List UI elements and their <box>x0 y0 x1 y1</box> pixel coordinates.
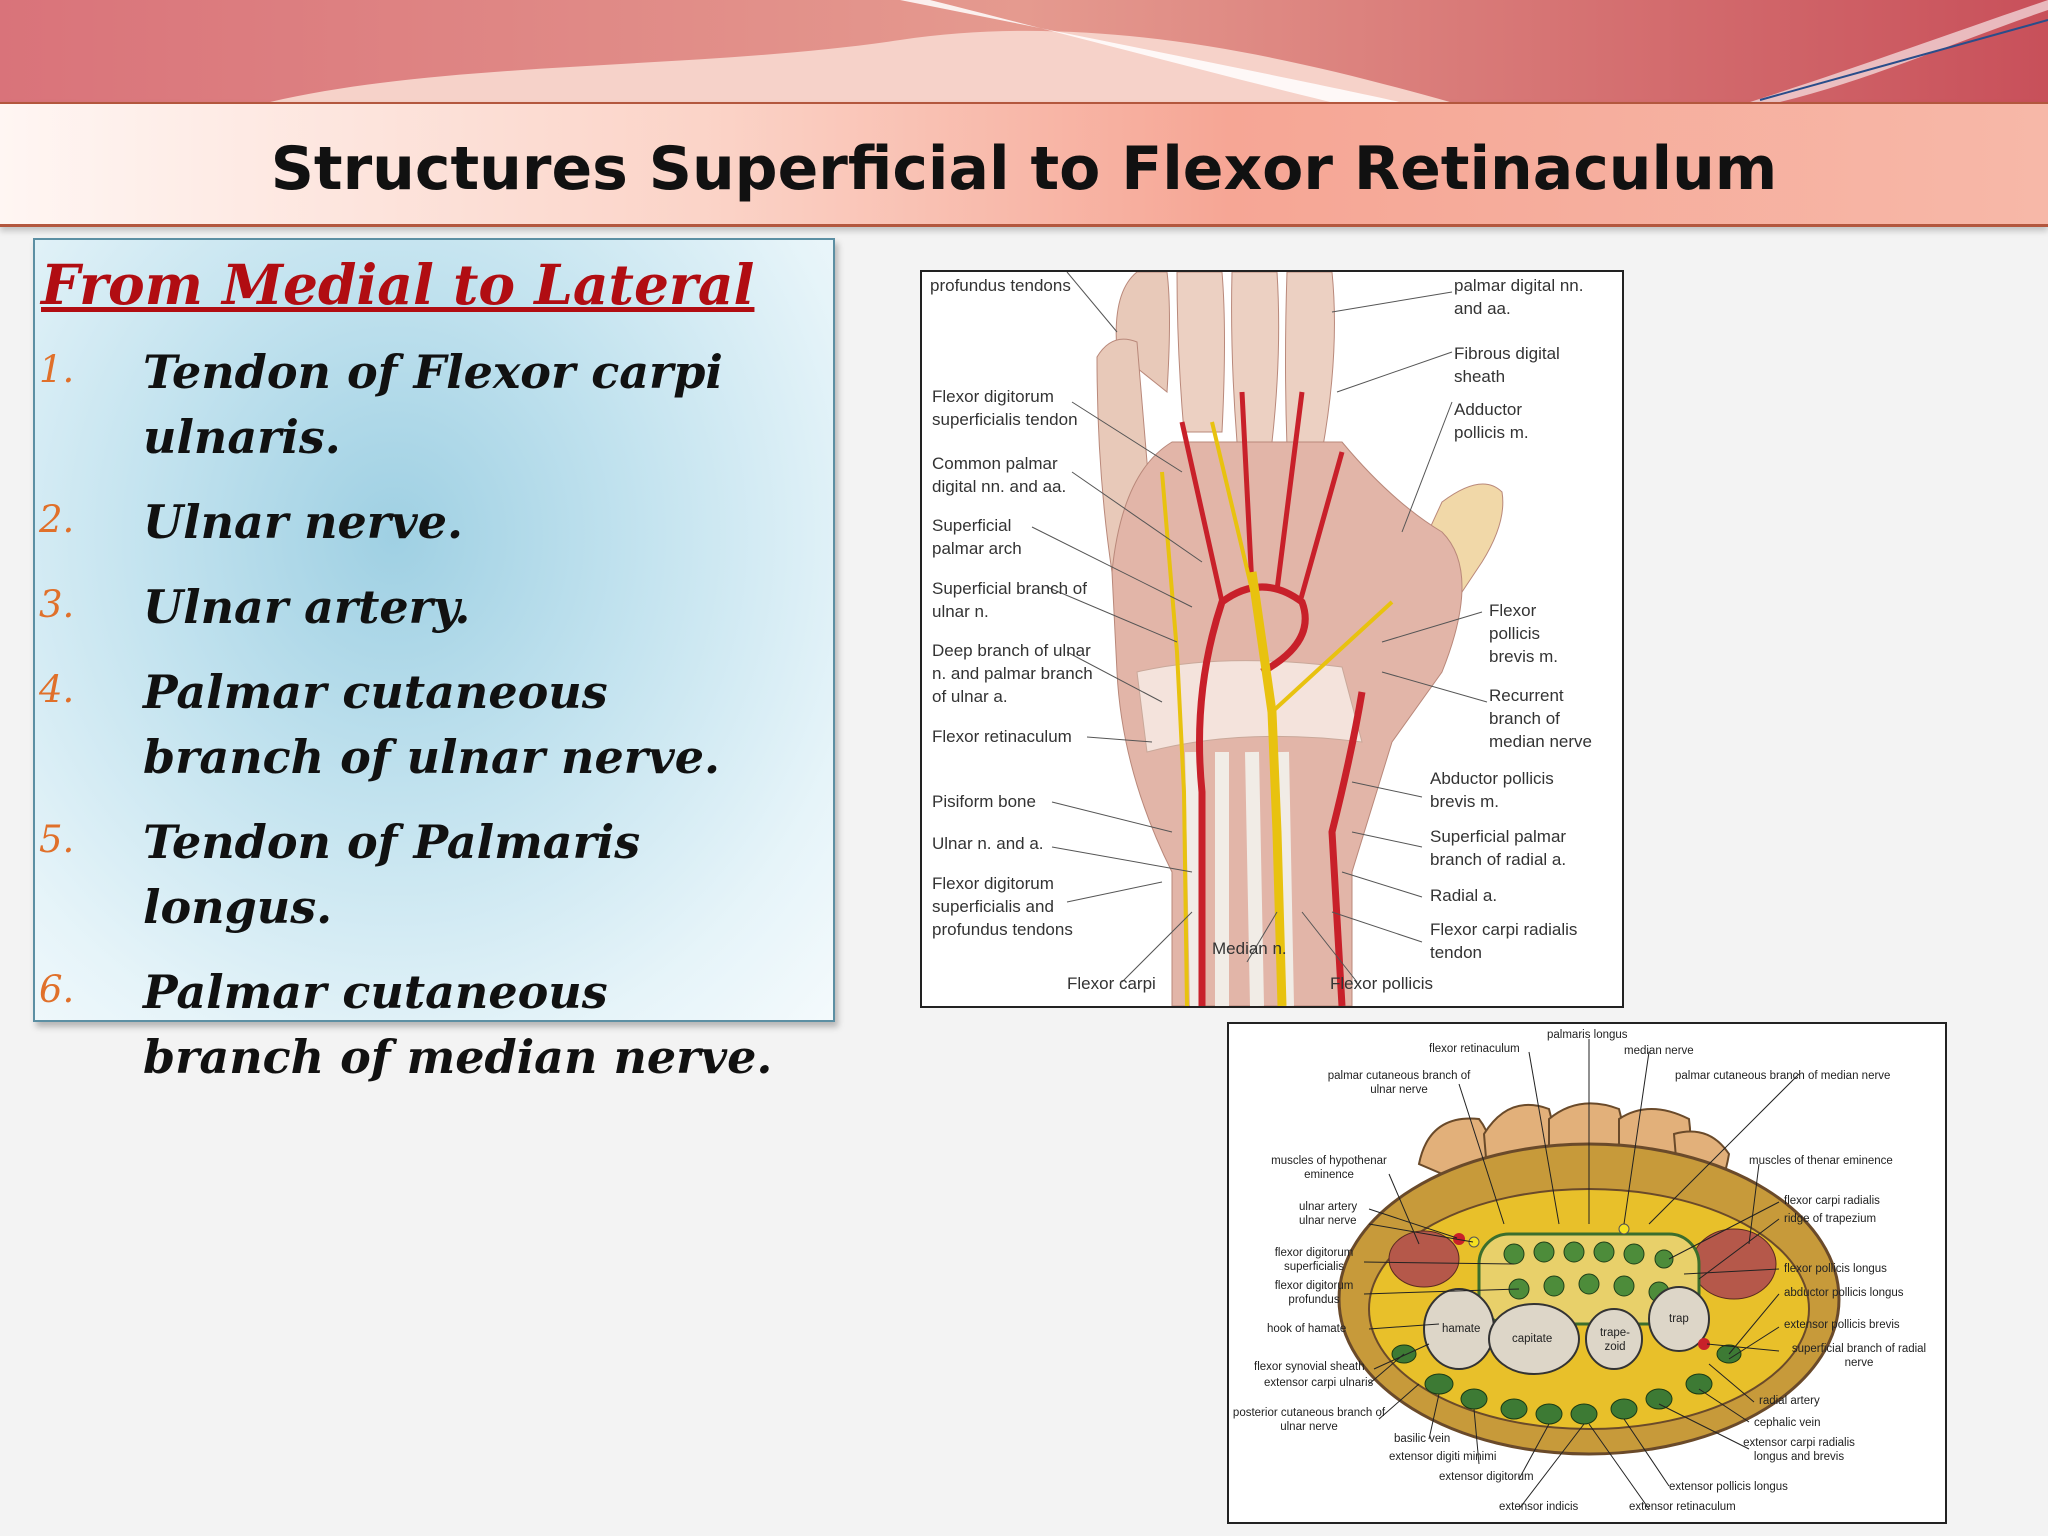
item-number: 6. <box>39 968 75 1011</box>
label-capitate: capitate <box>1512 1333 1553 1345</box>
label-ed: extensor digitorum <box>1439 1471 1534 1483</box>
label-superficial-radial: superficial branch of radial nerve <box>1791 1343 1927 1369</box>
label-fibrous-sheath: Fibrous digital sheath <box>1454 344 1560 386</box>
item-text: Tendon of Palmaris longus. <box>143 815 641 934</box>
label-fcr-tendon: Flexor carpi radialis tendon <box>1430 920 1578 962</box>
label-ecrl: extensor carpi radialis longus and brevi… <box>1743 1437 1855 1463</box>
item-text: Palmar cutaneous branch of ulnar nerve. <box>143 665 720 784</box>
label-median-n: Median n. <box>1212 939 1287 958</box>
label-epl: extensor pollicis longus <box>1669 1481 1788 1493</box>
label-palmar-digital: palmar digital nn. and aa. <box>1454 276 1584 318</box>
title-bar: Structures Superficial to Flexor Retinac… <box>0 102 2048 227</box>
list-item: 2. Ulnar nerve. <box>35 490 835 555</box>
label-flexor-carpi: Flexor carpi <box>1067 974 1156 993</box>
label-basilic-vein: basilic vein <box>1394 1433 1451 1445</box>
label-fds: flexor digitorum superficialis <box>1274 1247 1354 1273</box>
label-hypothenar: muscles of hypothenar eminence <box>1271 1155 1387 1181</box>
label-pc-ulnar: palmar cutaneous branch of ulnar nerve <box>1327 1070 1471 1096</box>
label-adductor-pollicis: Adductor pollicis m. <box>1454 400 1529 442</box>
label-hamate: hamate <box>1442 1323 1481 1335</box>
label-synovial-sheath: flexor synovial sheath <box>1254 1361 1365 1373</box>
label-ridge-trapezium: ridge of trapezium <box>1784 1213 1877 1225</box>
label-ecu: extensor carpi ulnaris <box>1264 1377 1374 1389</box>
label-thenar: muscles of thenar eminence <box>1749 1155 1893 1167</box>
label-flexor-retinaculum-2: flexor retinaculum <box>1429 1043 1520 1055</box>
list-item: 6. Palmar cutaneous branch of median nerv… <box>35 960 835 1090</box>
header-wave-decoration <box>0 0 2048 102</box>
label-fpb: Flexor pollicis brevis m. <box>1489 601 1558 666</box>
label-superficial-arch: Superficial palmar arch <box>932 516 1022 558</box>
list-item: 3. Ulnar artery. <box>35 575 835 640</box>
label-fcr: flexor carpi radialis <box>1784 1195 1880 1207</box>
cross-section-illustration <box>1337 1039 1841 1510</box>
label-median-nerve: median nerve <box>1624 1045 1694 1057</box>
palm-illustration <box>1031 272 1504 1006</box>
list-item: 4. Palmar cutaneous branch of ulnar nerve… <box>35 660 835 790</box>
label-superficial-palmar-radial: Superficial palmar branch of radial a. <box>1430 827 1567 869</box>
item-text: Ulnar artery. <box>143 580 471 634</box>
wrist-cross-section-figure: palmaris longus flexor retinaculum media… <box>1227 1022 1947 1524</box>
label-epb: extensor pollicis brevis <box>1784 1319 1900 1331</box>
list-item: 1. Tendon of Flexor carpi ulnaris. <box>35 340 835 470</box>
label-er: extensor retinaculum <box>1629 1501 1736 1513</box>
list-item: 5. Tendon of Palmaris longus. <box>35 810 835 940</box>
label-ulnar-artery: ulnar artery <box>1299 1201 1358 1213</box>
item-number: 1. <box>39 348 75 391</box>
label-fpl: flexor pollicis longus <box>1784 1263 1887 1275</box>
label-radial-a: Radial a. <box>1430 886 1498 905</box>
label-trap: trap <box>1669 1313 1689 1325</box>
label-deep-branch: Deep branch of ulnar n. and palmar branc… <box>932 641 1093 706</box>
item-text: Tendon of Flexor carpi ulnaris. <box>143 345 723 464</box>
item-number: 3. <box>39 583 75 626</box>
item-number: 4. <box>39 668 75 711</box>
item-number: 5. <box>39 818 75 861</box>
label-hook-hamate: hook of hamate <box>1267 1323 1347 1335</box>
label-pisiform: Pisiform bone <box>932 792 1036 811</box>
label-trapezoid: trape- zoid <box>1599 1327 1631 1353</box>
label-flexor-pollicis: Flexor pollicis <box>1330 974 1433 993</box>
label-ulnar-nerve: ulnar nerve <box>1299 1215 1357 1227</box>
label-cephalic-vein: cephalic vein <box>1754 1417 1821 1429</box>
label-recurrent-branch: Recurrent branch of median nerve <box>1489 686 1593 751</box>
label-fds-tendon: Flexor digitorum superficialis tendon <box>932 387 1078 429</box>
label-profundus-tendons: profundus tendons <box>930 276 1071 295</box>
label-superficial-branch: Superficial branch of ulnar n. <box>932 579 1087 621</box>
item-number: 2. <box>39 498 75 541</box>
palm-anatomy-figure: profundus tendons palmar digital nn. and… <box>920 270 1624 1008</box>
label-fds-fdp: Flexor digitorum superficialis and profu… <box>932 874 1073 939</box>
item-text: Palmar cutaneous branch of median nerve. <box>143 965 773 1084</box>
label-pc-median: palmar cutaneous branch of median nerve <box>1675 1070 1891 1082</box>
label-apl: abductor pollicis longus <box>1784 1287 1904 1299</box>
list-heading: From Medial to Lateral <box>41 252 755 317</box>
label-flexor-retinaculum: Flexor retinaculum <box>932 727 1072 746</box>
structures-list-panel: From Medial to Lateral 1. Tendon of Flexo… <box>33 238 835 1084</box>
label-ei: extensor indicis <box>1499 1501 1579 1513</box>
label-abductor-pollicis: Abductor pollicis brevis m. <box>1430 769 1554 811</box>
label-radial-artery: radial artery <box>1759 1395 1820 1407</box>
label-edm: extensor digiti minimi <box>1389 1451 1497 1463</box>
label-fdp: flexor digitorum profundus <box>1274 1280 1354 1306</box>
item-text: Ulnar nerve. <box>143 495 464 549</box>
label-ulnar-n-a: Ulnar n. and a. <box>932 834 1044 853</box>
slide-title: Structures Superficial to Flexor Retinac… <box>270 134 1778 204</box>
structures-list: 1. Tendon of Flexor carpi ulnaris. 2. Ulna… <box>35 340 835 1110</box>
label-common-palmar: Common palmar digital nn. and aa. <box>932 454 1067 496</box>
label-posterior-cutaneous: posterior cutaneous branch of ulnar nerv… <box>1232 1407 1386 1433</box>
label-palmaris-longus: palmaris longus <box>1547 1029 1628 1041</box>
